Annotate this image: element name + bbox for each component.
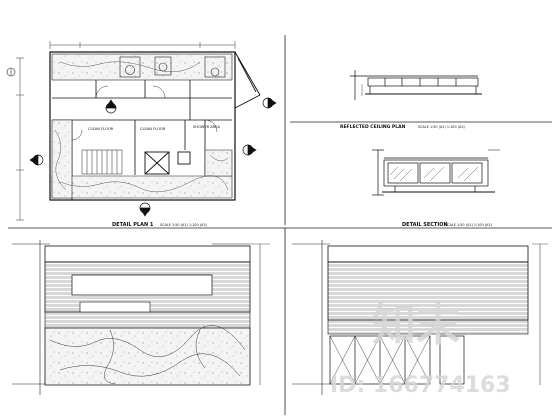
elevation-marker-right-2 <box>242 144 257 156</box>
section-hatch <box>389 166 479 182</box>
watermark-logo: 知末 <box>372 300 460 351</box>
plan-top-stone-band <box>51 53 233 81</box>
elevation-right-upper <box>327 245 529 263</box>
elevation-left <box>12 240 270 395</box>
elevation-left-upper <box>44 245 251 263</box>
elevation-right-door <box>439 335 465 385</box>
elevation-left-counter <box>79 301 151 313</box>
plan-central-void <box>144 151 191 175</box>
sheet-grid <box>8 35 552 415</box>
elevation-left-stone-base <box>44 327 251 386</box>
elevation-left-stone-veins <box>49 325 246 385</box>
plan-stairs <box>81 149 123 175</box>
elevation-marker-bottom <box>139 202 151 217</box>
elevation-right <box>292 240 548 395</box>
elevation-left-band <box>44 311 251 329</box>
plan-right-wing <box>234 51 261 109</box>
plan-title: DETAIL PLAN 1 <box>112 222 154 228</box>
plan-elevation-markers <box>29 97 277 217</box>
plan-dimension-lines <box>16 41 236 221</box>
plan-room-tag-center: CLEAN FLOOR <box>140 127 166 131</box>
plan-fixtures <box>119 56 226 78</box>
detail-plan: CLEAN FLOOR CLEAN FLOOR SHOWER AREA <box>6 41 277 228</box>
section-scale: SCALE 1:50 (A1) 1:100 (A3) <box>445 223 492 227</box>
plan-left-stone <box>51 119 73 199</box>
reflected-ceiling-plan: REFLECTED CEILING PLAN SCALE 1:50 (A1) 1… <box>340 70 482 130</box>
elevation-right-mid-band <box>327 319 529 335</box>
rcp-element <box>350 70 482 100</box>
elevation-left-panel <box>71 274 213 296</box>
plan-right-stone <box>204 149 233 177</box>
plan-room-tag-right: SHOWER AREA <box>193 125 221 129</box>
rcp-scale: SCALE 1:50 (A1) 1:100 (A3) <box>418 125 465 129</box>
elevation-right-cabinets <box>329 335 431 385</box>
plan-left-tag <box>6 67 16 77</box>
elevation-right-tile-wall <box>327 261 529 321</box>
plan-door-swings <box>71 85 218 141</box>
section-title: DETAIL SECTION <box>402 222 448 228</box>
elevation-marker-top <box>105 99 117 114</box>
plan-lower-stone <box>51 175 233 199</box>
plan-room-tag-left: CLEAN FLOOR <box>88 127 114 131</box>
watermark: 知末 ID: 166774163 <box>330 300 511 398</box>
rcp-title: REFLECTED CEILING PLAN <box>340 124 406 130</box>
plan-outline <box>49 51 236 201</box>
elevation-marker-right <box>262 97 277 109</box>
detail-section: DETAIL SECTION SCALE 1:50 (A1) 1:100 (A3… <box>372 149 500 228</box>
plan-stone-veins <box>54 61 229 193</box>
elevation-marker-left <box>29 154 44 166</box>
plan-scale: SCALE 1:50 (A1) 1:100 (A3) <box>160 223 207 227</box>
watermark-id: ID: 166774163 <box>330 373 511 398</box>
section-element <box>372 149 500 196</box>
